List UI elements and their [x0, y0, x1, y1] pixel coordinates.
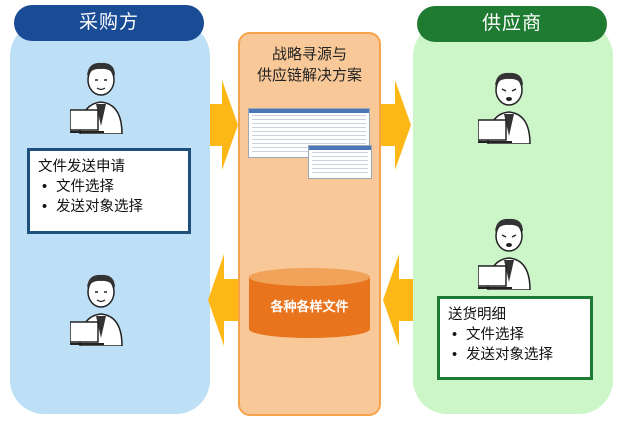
supplier-box-title: 送货明细 — [448, 307, 506, 323]
arrow-left-icon — [208, 254, 238, 346]
platform-title: 战略寻源与 供应链解决方案 — [240, 44, 379, 86]
database-cylinder-icon — [249, 268, 370, 338]
buyer-box-title: 文件发送申请 — [38, 159, 125, 175]
buyer-header: 采购方 — [14, 5, 204, 41]
list-item: 文件选择 — [448, 325, 582, 345]
person-laptop-icon — [70, 274, 123, 346]
arrow-right-icon — [381, 80, 411, 170]
platform-title-line-1: 战略寻源与 — [271, 46, 347, 63]
screenshot-thumbnail — [308, 145, 372, 179]
platform-title-line-2: 供应链解决方案 — [256, 67, 362, 84]
supplier-delivery-box: 送货明细 文件选择 发送对象选择 — [437, 296, 593, 380]
arrow-right-icon — [210, 80, 238, 170]
buyer-request-box: 文件发送申请 文件选择 发送对象选择 — [27, 148, 191, 234]
list-item: 发送对象选择 — [448, 345, 582, 365]
buyer-box-list: 文件选择 发送对象选择 — [38, 177, 180, 217]
list-item: 文件选择 — [38, 177, 180, 197]
person-laptop-icon — [478, 218, 531, 290]
supplier-header: 供应商 — [417, 6, 607, 42]
person-laptop-icon — [70, 62, 123, 134]
supplier-box-list: 文件选择 发送对象选择 — [448, 325, 582, 365]
person-laptop-icon — [478, 72, 531, 144]
platform-panel — [238, 32, 381, 416]
storage-label: 各种各样文件 — [270, 299, 349, 314]
list-item: 发送对象选择 — [38, 197, 180, 217]
arrow-left-icon — [383, 254, 413, 346]
